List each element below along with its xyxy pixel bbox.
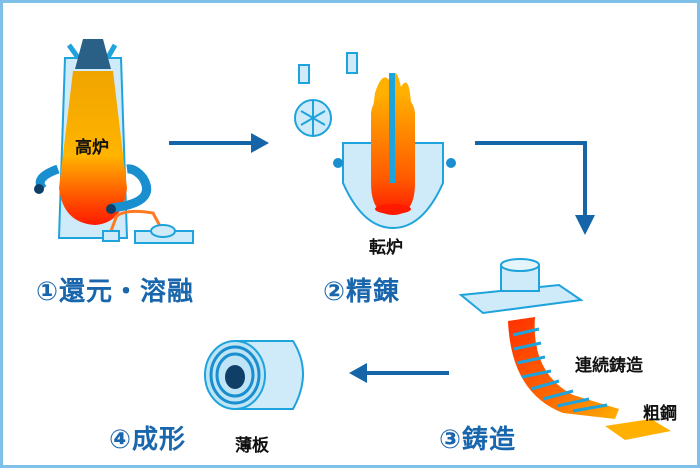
arrow-step1-to-step2 — [169, 133, 269, 153]
arrow-step2-to-step3 — [475, 141, 595, 235]
thin-sheet-label: 薄板 — [235, 436, 269, 456]
steel-coil-illustration — [204, 340, 304, 410]
converter-label: 転炉 — [369, 238, 403, 258]
step-3-title: ③鋳造 — [439, 425, 517, 455]
process-illustration — [34, 39, 671, 440]
step-2-title: ②精錬 — [323, 277, 401, 307]
step-4-title: ④成形 — [109, 425, 187, 455]
step-1-title: ①還元・溶融 — [36, 277, 195, 307]
continuous-casting-label: 連続鋳造 — [575, 356, 643, 376]
crude-steel-label: 粗鋼 — [643, 404, 677, 424]
arrow-step3-to-step4 — [349, 363, 449, 383]
continuous-caster-illustration — [458, 258, 671, 440]
blast-furnace-label: 高炉 — [75, 138, 109, 158]
blast-furnace-illustration — [34, 39, 194, 244]
converter-illustration — [294, 52, 456, 230]
